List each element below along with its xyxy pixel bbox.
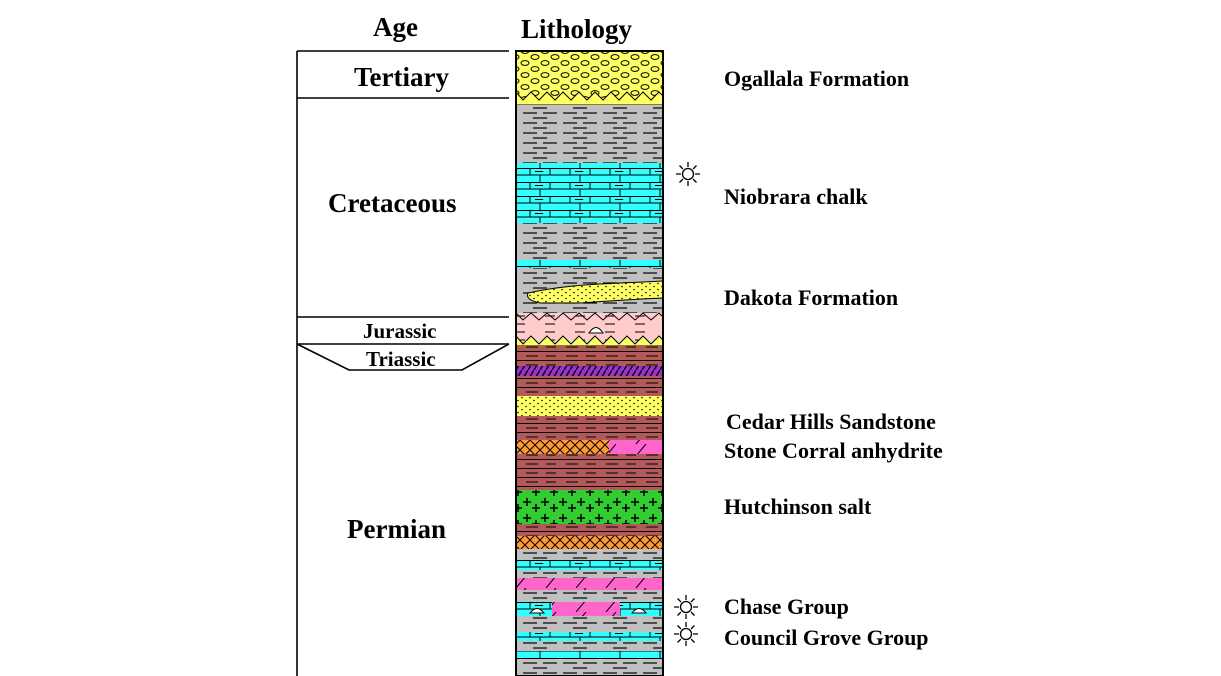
age-label-tertiary: Tertiary	[354, 62, 449, 92]
stone-corral-anhydrite-layer	[516, 440, 609, 454]
age-label-permian: Permian	[347, 514, 446, 544]
stone-corral-dolomite-layer	[609, 440, 663, 454]
redbed-layer-2	[516, 376, 663, 396]
age-label-jurassic: Jurassic	[363, 319, 437, 343]
redbed-layer-5	[516, 524, 663, 536]
chalk-band-lower-3	[516, 651, 663, 659]
redbed-layer-4	[516, 454, 663, 490]
sun-symbol-icon	[675, 161, 701, 187]
formation-label-cedar-hills: Cedar Hills Sandstone	[726, 409, 936, 434]
dakota-sandstone-lens	[527, 280, 664, 304]
chalk-band-lower-2	[516, 632, 663, 641]
shale-layer-lower-6	[516, 659, 663, 676]
hutchinson-salt-layer	[516, 490, 663, 524]
cretaceous-shale-upper-layer	[516, 105, 663, 163]
chalk-band-lower-1	[516, 560, 663, 570]
age-header: Age	[373, 12, 418, 42]
anhydrite-layer-lower	[516, 536, 663, 549]
shale-layer-lower-2	[516, 570, 663, 578]
thin-chalk-band	[516, 260, 663, 268]
formation-label-hutchinson: Hutchinson salt	[724, 494, 872, 519]
shale-layer-lower-3	[516, 590, 663, 602]
formation-label-stone-corral: Stone Corral anhydrite	[724, 438, 943, 463]
formation-label-council-grove: Council Grove Group	[724, 625, 929, 650]
pink-band-lower	[516, 578, 663, 590]
shale-layer-lower-4	[516, 616, 663, 632]
lithology-layers	[515, 50, 664, 676]
age-column-frame	[296, 50, 510, 676]
shale-layer-lower-5	[516, 641, 663, 651]
purple-band-layer	[516, 366, 663, 376]
sun-symbol-icon	[673, 621, 699, 647]
redbed-layer-3	[516, 416, 663, 440]
age-label-triassic: Triassic	[366, 347, 436, 371]
age-label-cretaceous: Cretaceous	[328, 188, 457, 218]
cedar-hills-sandstone-layer	[516, 396, 663, 416]
shale-layer-lower-1	[516, 549, 663, 560]
formation-label-niobrara: Niobrara chalk	[724, 184, 868, 209]
formation-label-ogallala: Ogallala Formation	[724, 66, 910, 91]
redbed-upper-layer	[516, 346, 663, 366]
cretaceous-shale-middle-layer	[516, 223, 663, 260]
formation-label-chase: Chase Group	[724, 594, 849, 619]
sun-symbol-icon	[673, 594, 699, 620]
niobrara-chalk-layer	[516, 163, 663, 223]
chase-dolomite-mid	[552, 602, 620, 616]
formation-label-dakota: Dakota Formation	[724, 285, 899, 310]
lithology-header: Lithology	[521, 14, 633, 44]
